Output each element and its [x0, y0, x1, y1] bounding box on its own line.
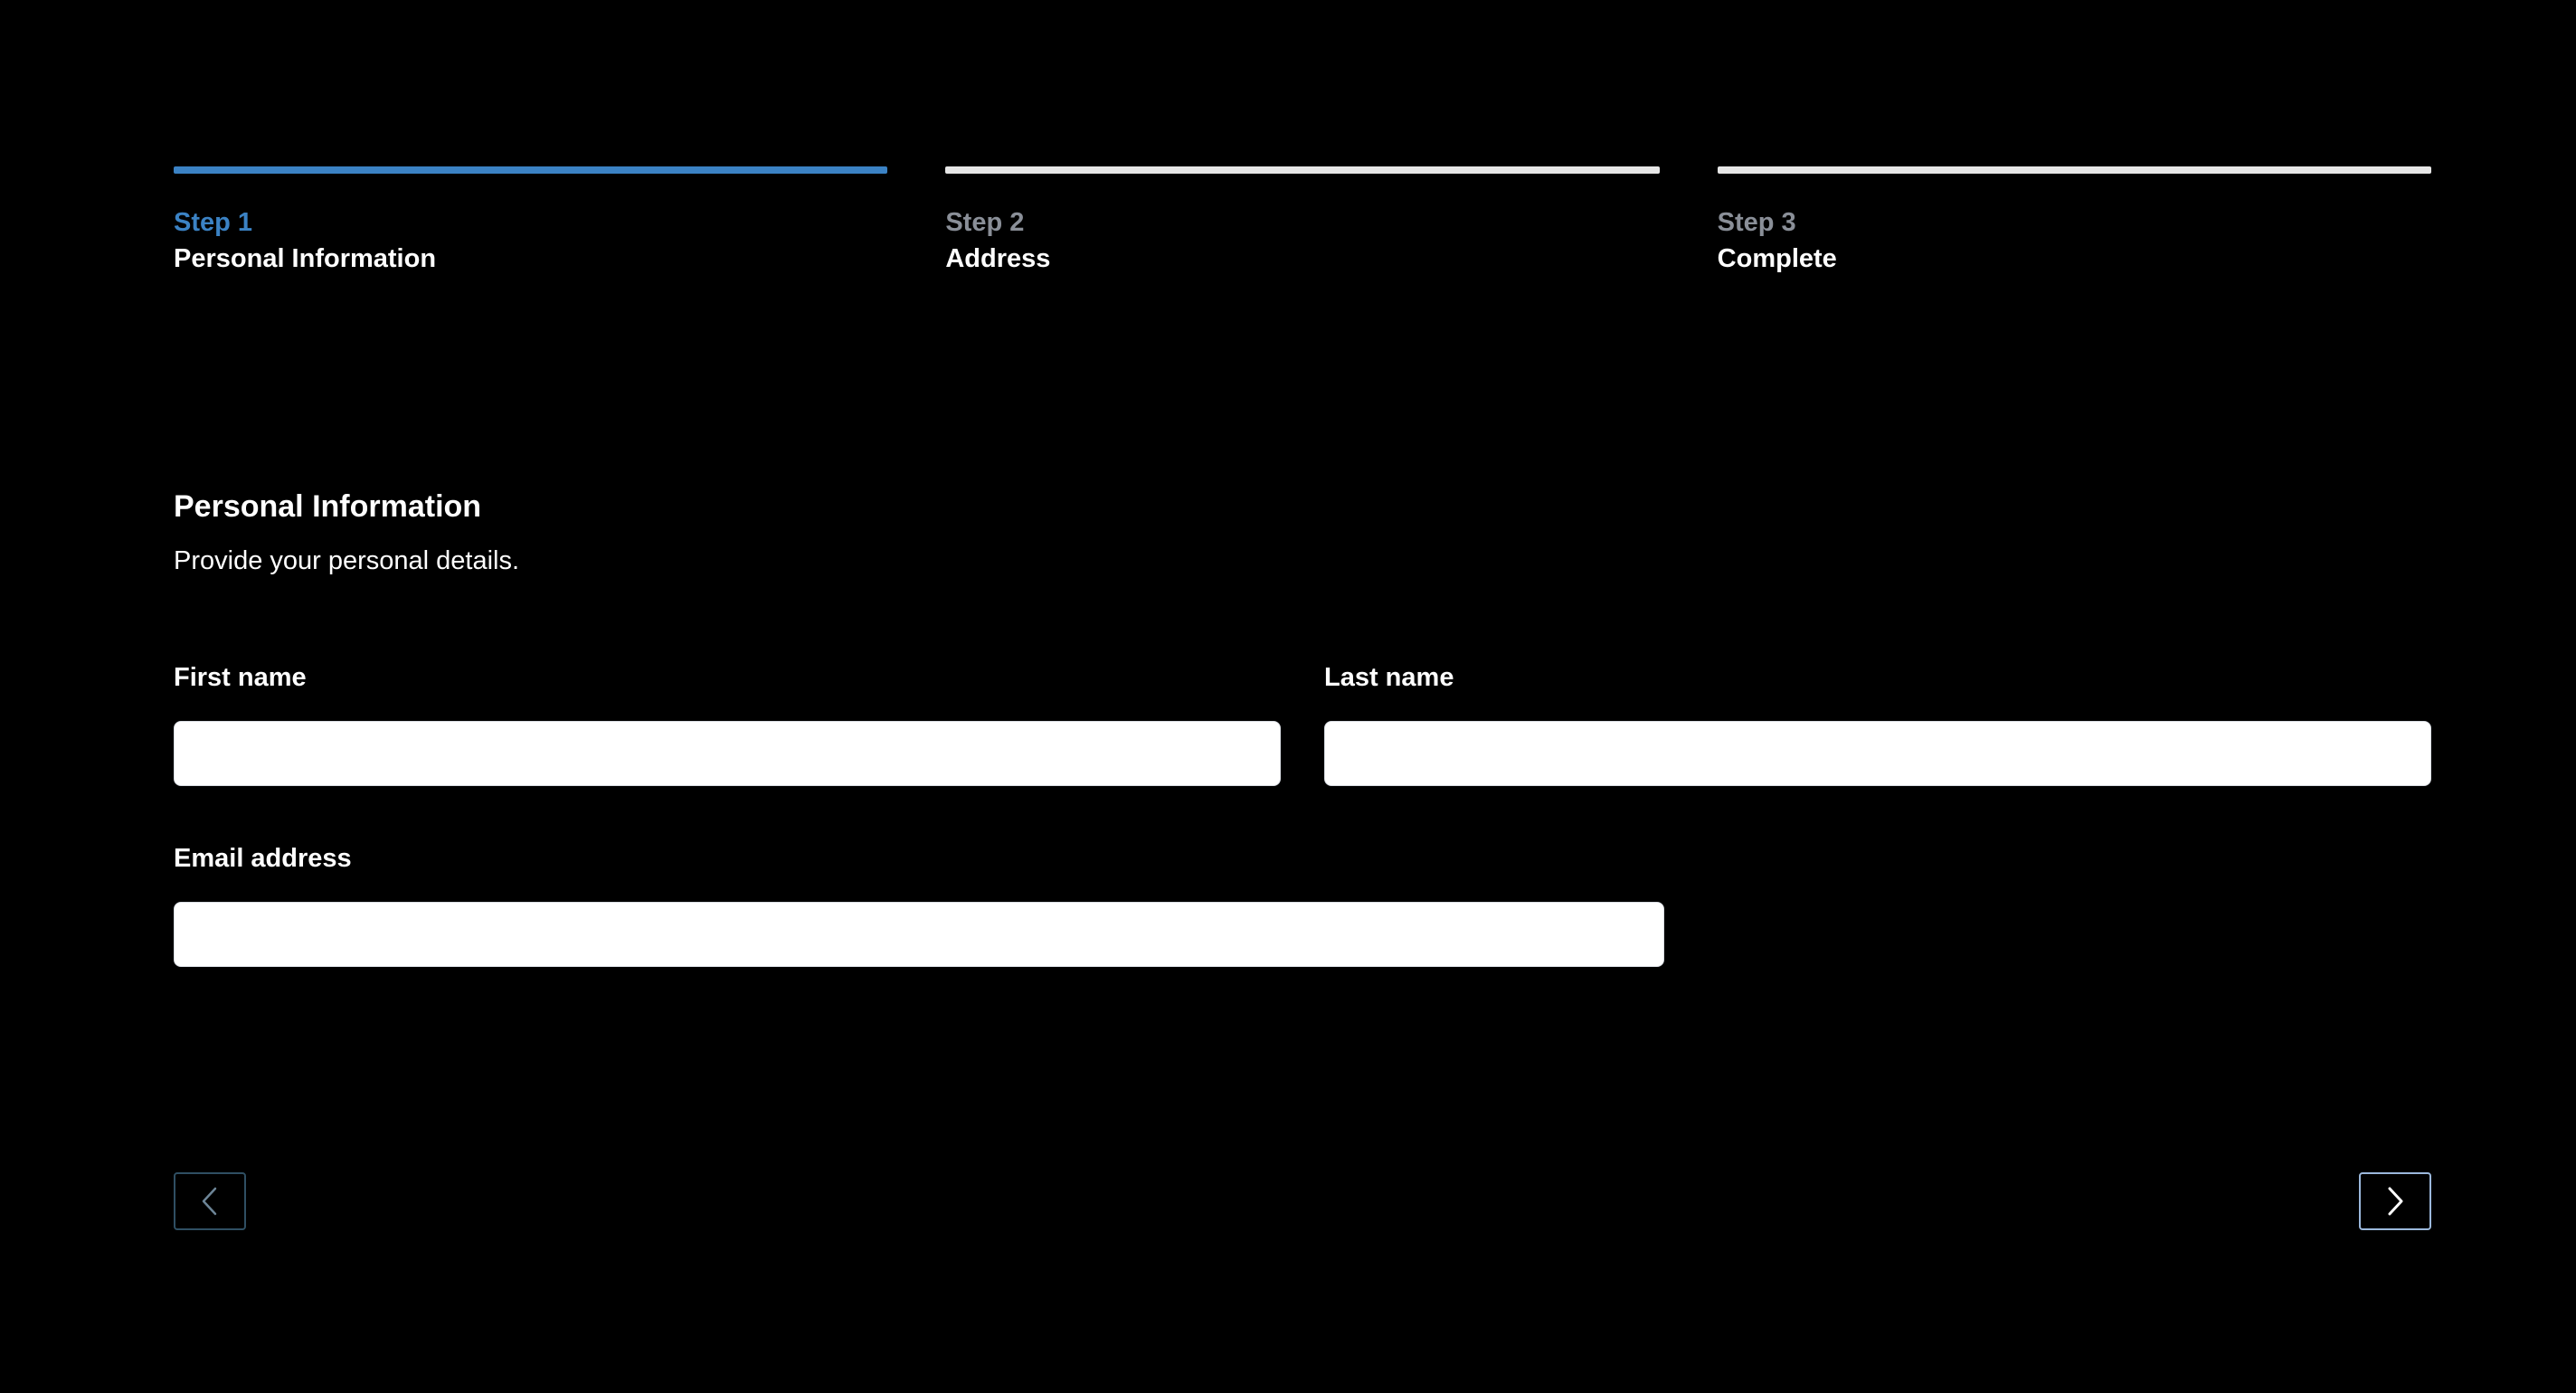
step-number-label: Step 1: [174, 208, 253, 237]
step-complete[interactable]: Step 3 Complete: [1717, 166, 2431, 275]
progress-stepper: Step 1 Personal Information Step 2 Addre…: [174, 166, 2431, 275]
last-name-field-group: Last name: [1324, 661, 2431, 786]
section-description: Provide your personal details.: [174, 546, 520, 575]
next-step-button[interactable]: [2359, 1172, 2431, 1230]
step-title-label: Address: [945, 244, 1051, 273]
last-name-label: Last name: [1324, 663, 1454, 692]
step-progress-bar: [1717, 166, 2431, 174]
previous-step-button[interactable]: [174, 1172, 246, 1230]
email-input[interactable]: [174, 902, 1664, 967]
chevron-left-icon: [202, 1187, 217, 1216]
email-label: Email address: [174, 844, 352, 873]
chevron-right-icon: [2388, 1187, 2403, 1216]
email-field-group: Email address: [174, 842, 1664, 967]
first-name-input[interactable]: [174, 721, 1281, 786]
step-address[interactable]: Step 2 Address: [945, 166, 1660, 275]
section-title: Personal Information: [174, 489, 482, 524]
first-name-field-group: First name: [174, 661, 1281, 786]
step-number-label: Step 3: [1717, 208, 1796, 237]
step-title-label: Personal Information: [174, 244, 437, 273]
last-name-input[interactable]: [1324, 721, 2431, 786]
step-progress-bar: [945, 166, 1660, 174]
step-progress-bar: [174, 166, 888, 174]
step-personal-information[interactable]: Step 1 Personal Information: [174, 166, 888, 275]
step-title-label: Complete: [1717, 244, 1837, 273]
first-name-label: First name: [174, 663, 307, 692]
step-number-label: Step 2: [945, 208, 1025, 237]
